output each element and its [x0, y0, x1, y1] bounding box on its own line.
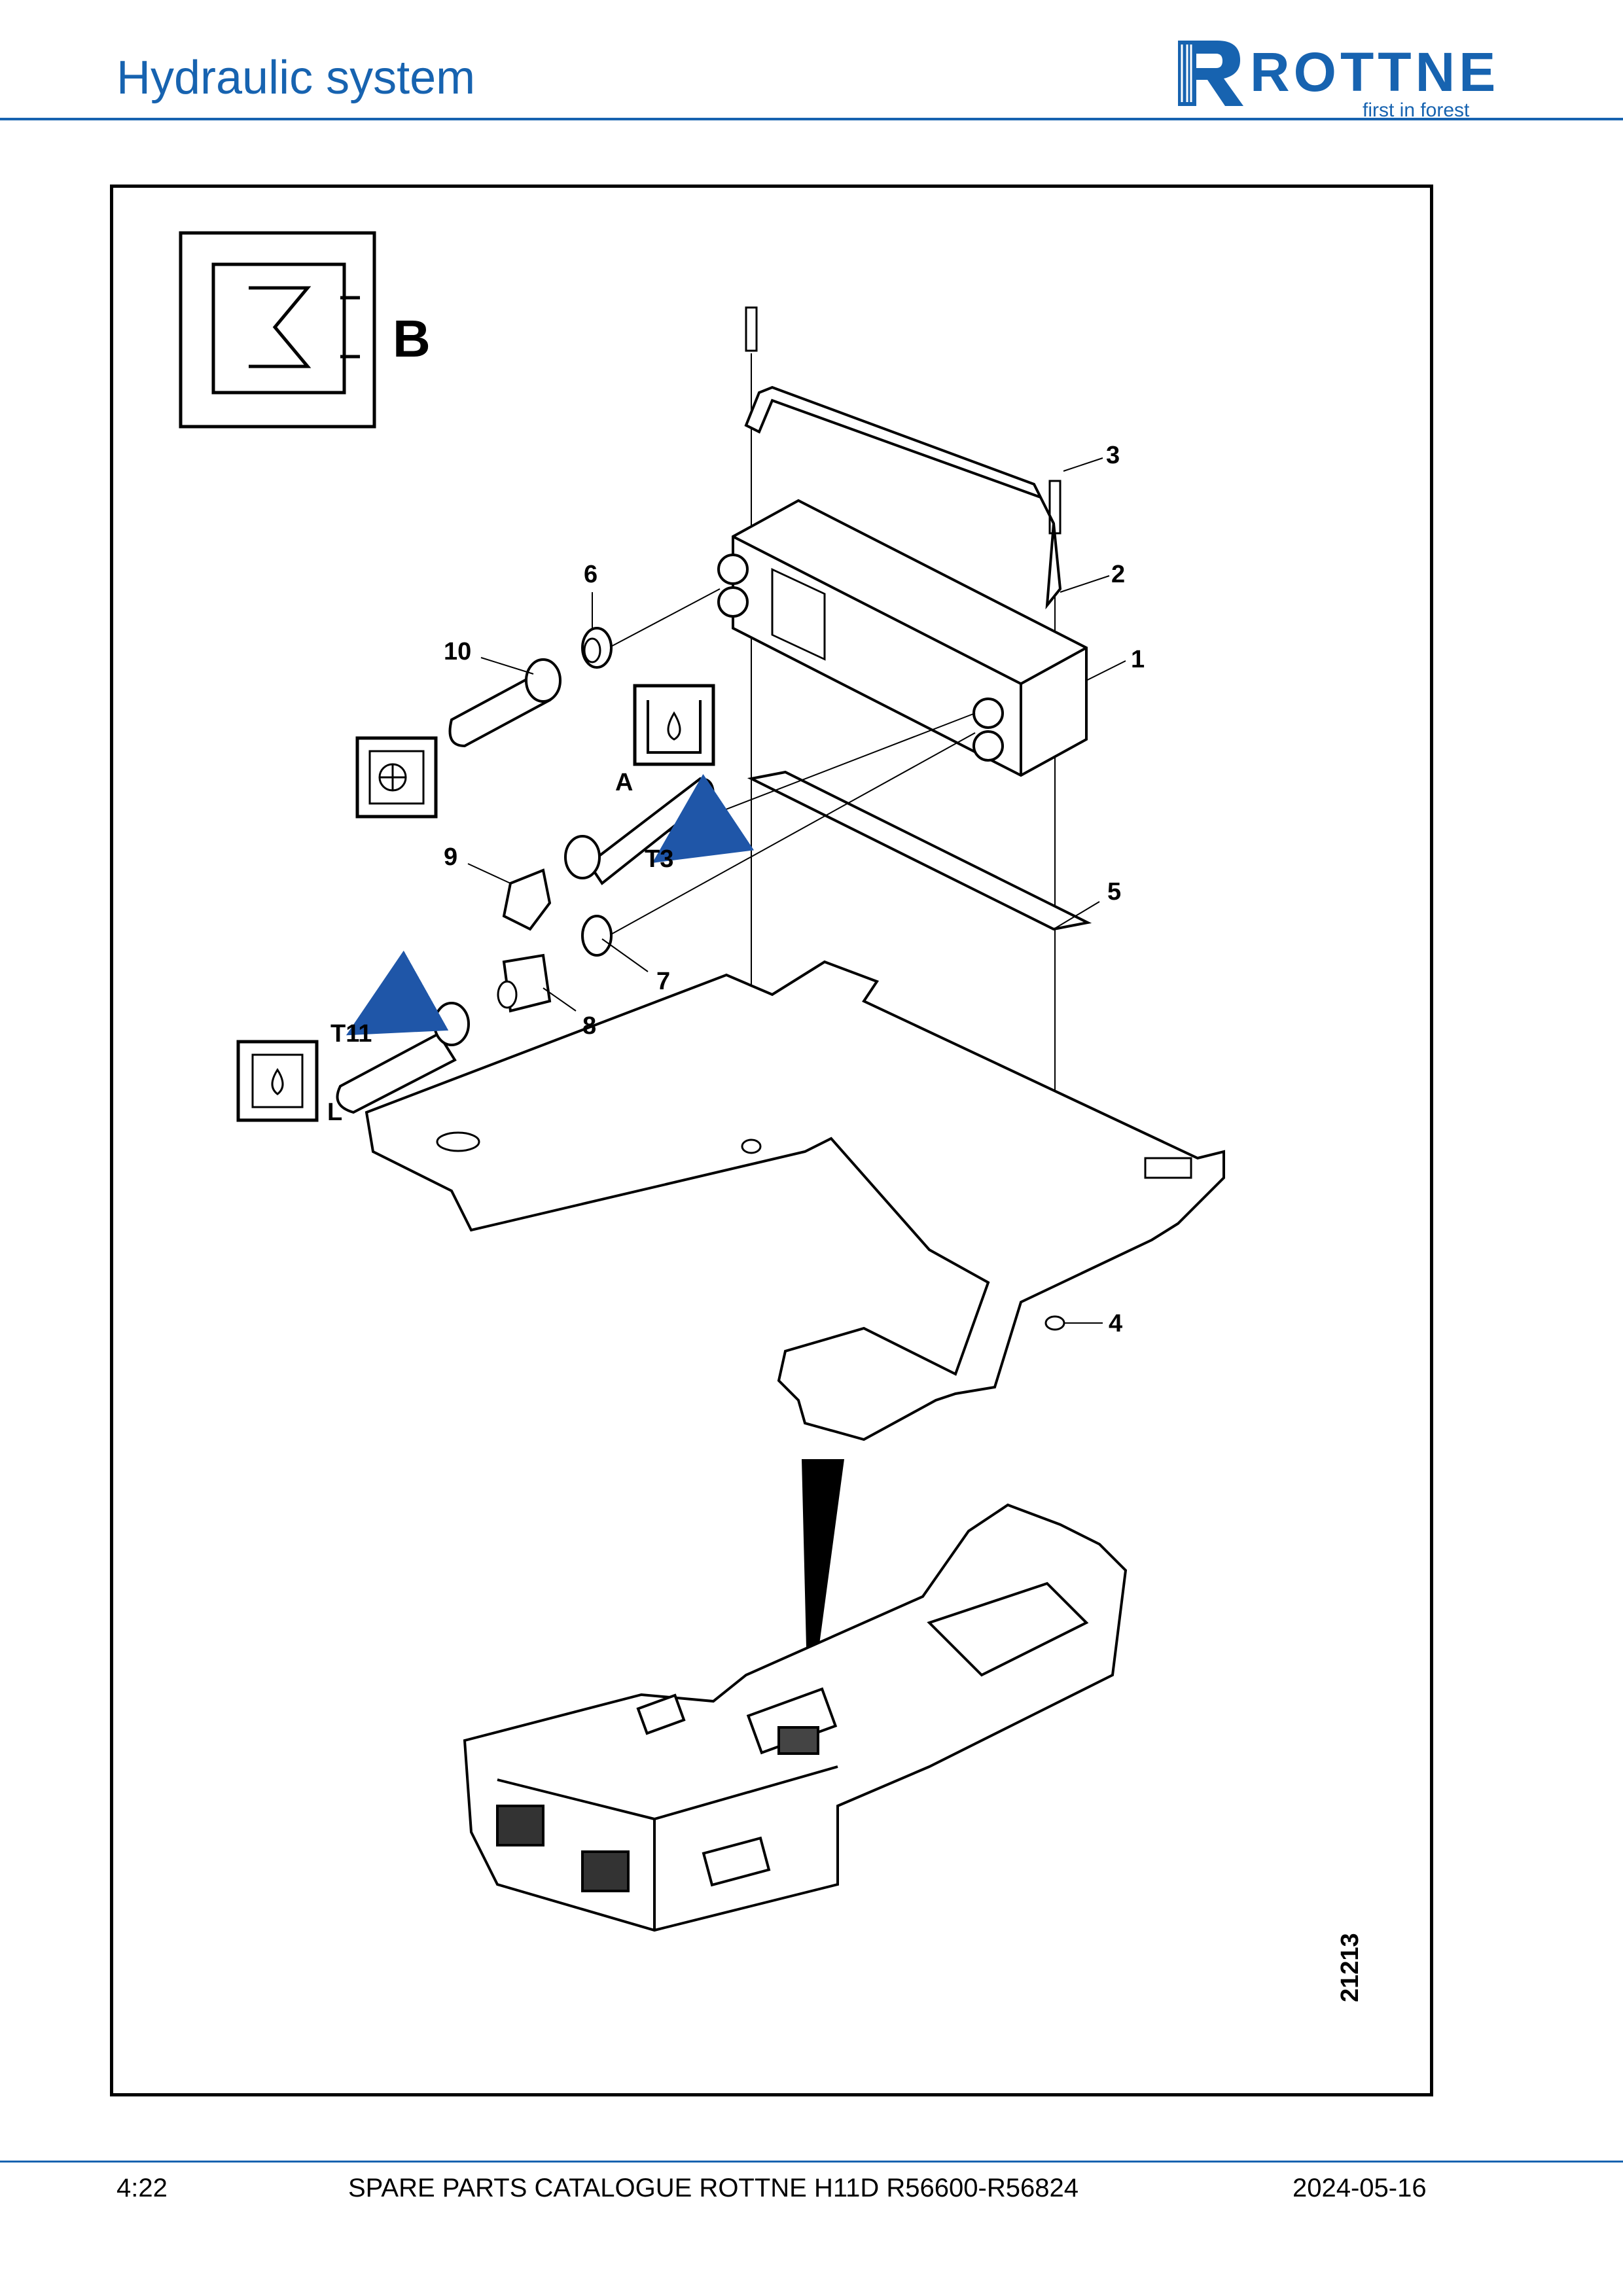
plate-hole: [436, 1131, 480, 1152]
port-label-a: A: [615, 769, 633, 796]
logo-tagline: first in forest: [1363, 99, 1470, 121]
publication-date: 2024-05-16: [1293, 2174, 1427, 2202]
clamp-bracket: [744, 385, 1062, 610]
callout-7: 7: [656, 968, 670, 995]
callout-10: 10: [444, 638, 471, 665]
callout-6: 6: [584, 561, 597, 588]
callout-5: 5: [1107, 878, 1121, 906]
callout-1: 1: [1131, 646, 1145, 673]
page-title: Hydraulic system: [116, 52, 476, 104]
callout-2: 2: [1111, 561, 1125, 588]
rubber-strip: [747, 770, 1092, 931]
port-label-l: L: [327, 1099, 342, 1126]
callout-3: 3: [1106, 442, 1120, 469]
section-letter: B: [393, 309, 431, 368]
flow-arrow-icon: [346, 950, 449, 1036]
heat-exchanger-symbol-icon: [179, 231, 376, 429]
figure-frame: [110, 185, 1433, 2096]
mounting-plate: [365, 960, 1225, 1441]
adapter-fitting-7: [581, 915, 613, 957]
hose-10: [448, 658, 562, 748]
catalogue-title: SPARE PARTS CATALOGUE ROTTNE H11D R56600…: [348, 2174, 1079, 2202]
hose-t3: [564, 777, 715, 885]
rottne-r-emblem-icon: [1178, 41, 1243, 106]
plate-slot: [1144, 1157, 1192, 1179]
leader-lines: [467, 457, 1126, 1324]
header-rule: [0, 118, 1623, 120]
footer-rule: [0, 2161, 1623, 2163]
elbow-fitting-9: [502, 868, 552, 931]
page-number: 4:22: [116, 2174, 168, 2202]
callout-8: 8: [582, 1012, 596, 1040]
port-label-t11: T11: [330, 1020, 372, 1048]
bolt-long: [745, 306, 758, 1047]
drawing-number: 21213: [1336, 1933, 1364, 2002]
nut-4: [1044, 1315, 1065, 1331]
callout-4: 4: [1109, 1310, 1122, 1337]
port-label-t3: T3: [645, 845, 673, 873]
tee-fitting-8: [497, 953, 552, 1013]
callout-9: 9: [444, 843, 457, 871]
logo-wordmark: ROTTNE: [1250, 41, 1500, 103]
tank-drain-icon: [236, 1040, 319, 1122]
adapter-fitting-6: [581, 627, 613, 669]
flow-arrow-icon: [652, 773, 755, 863]
machine-frame-overview: [463, 1503, 1128, 1932]
tank-icon: [633, 684, 715, 766]
nut-long-bolt: [741, 1139, 762, 1154]
oil-cooler-heat-exchanger: [717, 499, 1088, 777]
fan-cooler-icon: [355, 736, 438, 819]
rottne-logo: ROTTNE first in forest: [1171, 34, 1512, 121]
